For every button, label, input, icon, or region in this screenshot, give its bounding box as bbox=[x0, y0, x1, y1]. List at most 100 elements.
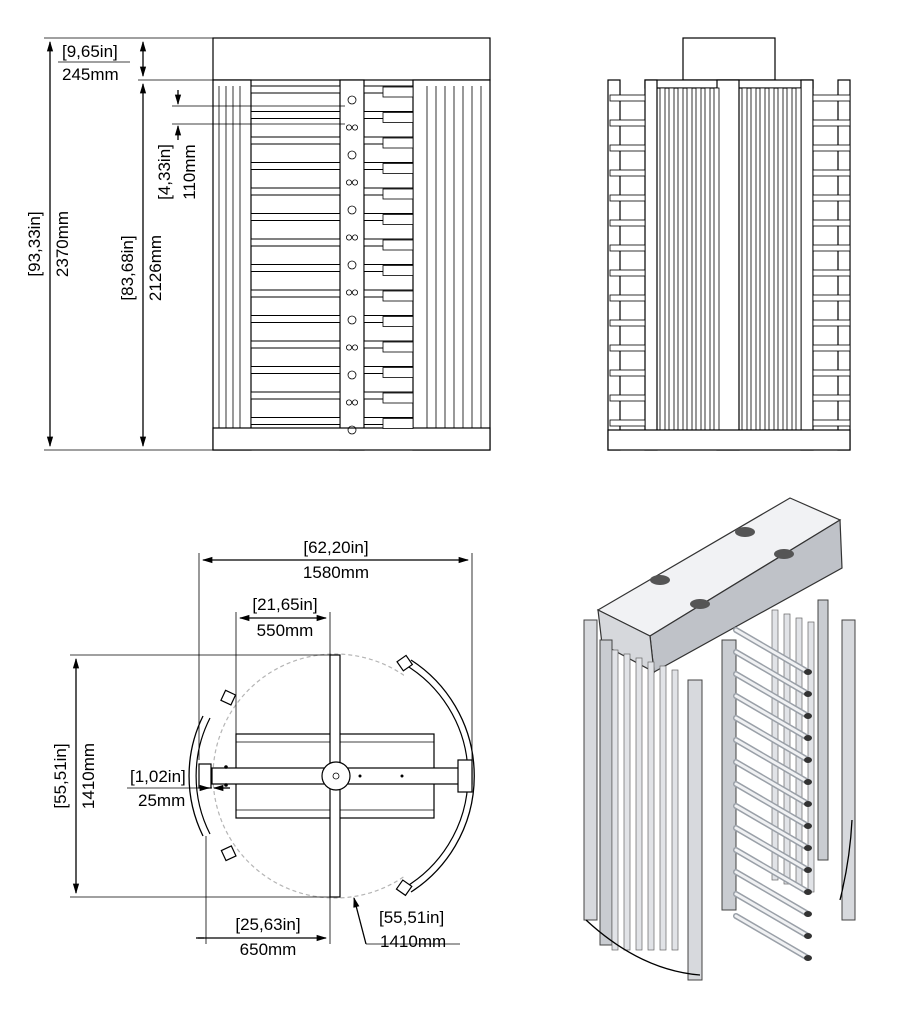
iso-cage-bar bbox=[635, 657, 643, 951]
side-bar bbox=[659, 87, 666, 431]
iso-post bbox=[687, 679, 703, 981]
side-rung bbox=[609, 294, 646, 302]
iso-rung-highlight bbox=[734, 716, 810, 762]
side-bar bbox=[677, 87, 684, 431]
rotor-arm bbox=[250, 315, 341, 323]
iso-rung-highlight bbox=[734, 848, 810, 894]
dim-body-in: [83,68in] bbox=[118, 235, 137, 300]
iso-rung-highlight bbox=[734, 826, 810, 872]
side-rung bbox=[609, 269, 646, 277]
arm-bracket bbox=[382, 316, 414, 327]
side-base bbox=[607, 429, 851, 451]
iso-rung-highlight bbox=[734, 782, 810, 828]
post-hole bbox=[345, 234, 352, 241]
iso-rung-highlight bbox=[734, 892, 810, 938]
side-rung bbox=[812, 169, 851, 177]
arm-bracket bbox=[382, 112, 414, 123]
side-bar bbox=[759, 87, 766, 431]
arm-bracket bbox=[382, 214, 414, 225]
dim-gap-mm: 25mm bbox=[138, 791, 185, 810]
iso-post bbox=[583, 619, 598, 921]
side-rung bbox=[812, 119, 851, 127]
dim-arm-mm: 550mm bbox=[257, 621, 314, 640]
post-hole bbox=[351, 234, 358, 241]
side-rung bbox=[812, 144, 851, 152]
arm-bracket bbox=[382, 341, 414, 353]
end-plate bbox=[457, 759, 473, 793]
post-hole bbox=[345, 289, 352, 296]
dim-radius-in: [55,51in] bbox=[379, 908, 444, 927]
iso-rung-highlight bbox=[734, 804, 810, 850]
side-rung bbox=[609, 219, 646, 227]
iso-rung-end bbox=[804, 955, 812, 961]
side-rung bbox=[609, 194, 646, 202]
side-rung bbox=[609, 419, 646, 427]
arm-bracket bbox=[382, 265, 414, 276]
iso-post bbox=[817, 599, 829, 861]
front-view: [93,33in] 2370mm [9,65in] 245mm [83,68in… bbox=[25, 37, 491, 451]
post-hole bbox=[351, 289, 358, 296]
base-frame bbox=[212, 427, 491, 451]
post-holes bbox=[345, 95, 358, 435]
rotor-post bbox=[339, 79, 365, 451]
side-rung bbox=[609, 369, 646, 377]
arm-bracket bbox=[382, 188, 414, 200]
post-hole bbox=[345, 124, 352, 131]
side-rung bbox=[609, 319, 646, 327]
post-hole bbox=[351, 399, 358, 406]
arm-bracket bbox=[382, 392, 414, 404]
end-plate bbox=[198, 763, 212, 789]
side-rung bbox=[812, 394, 851, 402]
bracket bbox=[396, 654, 414, 672]
iso-rung-end bbox=[804, 735, 812, 741]
dim-arm-in: [21,65in] bbox=[252, 595, 317, 614]
rotor-arm bbox=[250, 417, 341, 425]
iso-head-hole bbox=[690, 599, 710, 609]
rotor-arm bbox=[250, 289, 341, 298]
side-bar bbox=[750, 87, 757, 431]
iso-rung-end bbox=[804, 669, 812, 675]
dim-depth-mm: 1410mm bbox=[79, 743, 98, 809]
side-rung bbox=[812, 194, 851, 202]
side-rung bbox=[812, 219, 851, 227]
dim-spacing-in: [4,33in] bbox=[155, 144, 174, 200]
side-horizontal-rungs bbox=[609, 94, 851, 427]
side-bar bbox=[713, 87, 720, 431]
isometric-view bbox=[583, 497, 856, 981]
side-rung bbox=[812, 244, 851, 252]
side-frame-right bbox=[837, 79, 851, 451]
rotor-arm bbox=[250, 238, 341, 247]
side-rung bbox=[812, 344, 851, 352]
iso-rung-end bbox=[804, 757, 812, 763]
rotor-arm bbox=[250, 111, 341, 119]
bracket bbox=[220, 689, 237, 706]
post-hole bbox=[345, 179, 352, 186]
iso-rung-highlight bbox=[734, 870, 810, 916]
side-bar bbox=[704, 87, 711, 431]
iso-cage-bar bbox=[611, 649, 619, 951]
iso-post bbox=[841, 619, 856, 921]
dim-body-mm: 2126mm bbox=[146, 235, 165, 301]
side-view bbox=[607, 37, 851, 451]
iso-rung-highlight bbox=[734, 760, 810, 806]
iso-rung-end bbox=[804, 691, 812, 697]
side-bar bbox=[668, 87, 675, 431]
iso-rung-highlight bbox=[734, 738, 810, 784]
side-bar bbox=[741, 87, 748, 431]
iso-cage-bar bbox=[623, 653, 631, 951]
iso-rotor-rungs bbox=[733, 627, 812, 961]
side-frame-left bbox=[607, 79, 621, 451]
dim-radius-mm: 1410mm bbox=[380, 932, 446, 951]
iso-post bbox=[721, 639, 737, 911]
rotor-hub bbox=[321, 761, 351, 791]
dim-overall-in: [93,33in] bbox=[25, 211, 44, 276]
side-rung bbox=[609, 119, 646, 127]
turnstile-head bbox=[212, 37, 491, 81]
side-bar bbox=[786, 87, 793, 431]
arm-bracket bbox=[382, 137, 414, 149]
post-hole bbox=[345, 399, 352, 406]
bracket bbox=[395, 879, 413, 897]
side-bar bbox=[768, 87, 775, 431]
dim-offset-mm: 650mm bbox=[240, 940, 297, 959]
dim-head-mm: 245mm bbox=[62, 65, 119, 84]
